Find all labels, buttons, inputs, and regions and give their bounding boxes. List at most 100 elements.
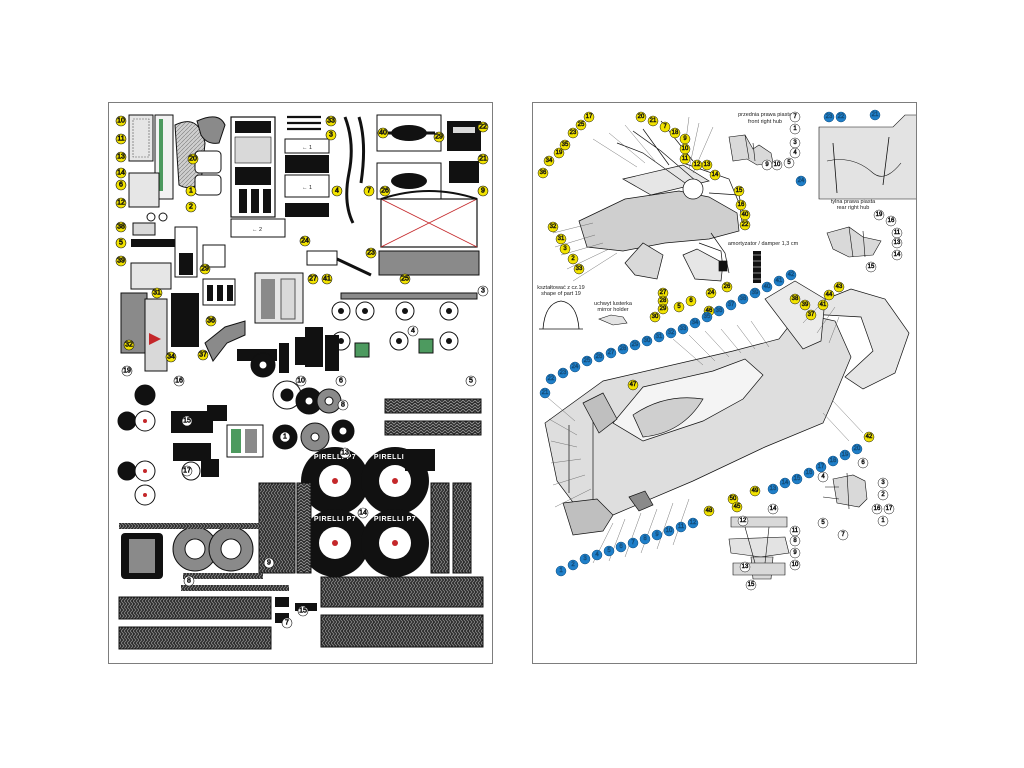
- badge-label: 34: [167, 354, 175, 361]
- badge-label: 41: [323, 276, 331, 283]
- callout-label: 19: [842, 452, 849, 458]
- blue-callouts: 42 41 40 39 38 37 36 35 34 33 32 31 30 2…: [539, 109, 881, 577]
- callout-label: 4: [793, 150, 797, 156]
- small-left-parts: [120, 172, 236, 372]
- callout-label: 32: [550, 224, 557, 230]
- callout-label: 11: [894, 230, 901, 236]
- callout-label: 44: [826, 292, 833, 298]
- callout-label: 33: [576, 266, 583, 272]
- callout-label: 2: [571, 562, 575, 568]
- badge-label: 7: [285, 620, 289, 627]
- callout-label: 16: [874, 506, 881, 512]
- callout-label: 28: [660, 298, 667, 304]
- callout-label: 13: [894, 240, 901, 246]
- rear-hub-title-pl: tylna prawa piasta: [831, 199, 876, 205]
- callout-label: 37: [808, 312, 815, 318]
- callout-label: 45: [734, 504, 741, 510]
- badge-label: 25: [401, 276, 409, 283]
- callout-label: 4: [595, 552, 599, 558]
- callout-label: 23: [570, 130, 577, 136]
- callout-label: 30: [652, 314, 659, 320]
- callout-label: 21: [650, 118, 657, 124]
- callout-label: 3: [793, 140, 797, 146]
- front-hub-title-pl: przednia prawa piasta: [738, 112, 793, 118]
- middle-right-parts: [305, 250, 480, 371]
- badge-label: 7: [367, 188, 371, 195]
- callout-label: 1: [793, 126, 797, 132]
- badge-label: 17: [183, 468, 191, 475]
- badge-label: 38: [117, 224, 125, 231]
- callout-label: 17: [586, 114, 593, 120]
- chassis-body: [544, 280, 910, 536]
- callout-label: 16: [888, 218, 895, 224]
- callout-label: 12: [690, 520, 697, 526]
- badge-label: 1: [283, 434, 287, 441]
- callout-label: 17: [818, 464, 825, 470]
- tire-brand-label: PIRELLI P7: [374, 454, 416, 461]
- callout-label: 33: [680, 326, 687, 332]
- badge-label: 9: [267, 560, 271, 567]
- badge-label: 14: [117, 170, 125, 177]
- callout-label: 9: [655, 532, 659, 538]
- badge-label: 2: [189, 204, 193, 211]
- callout-label: 11: [682, 156, 689, 162]
- callout-label: 6: [619, 544, 623, 550]
- callout-label: 38: [740, 296, 747, 302]
- mirror-holder-line1: uchwyt lusterka: [594, 301, 633, 307]
- callout-label: 10: [682, 146, 689, 152]
- callout-label: 7: [793, 114, 797, 120]
- callout-label: 5: [677, 304, 681, 310]
- callout-label: 14: [712, 172, 719, 178]
- callout-label: 41: [820, 302, 827, 308]
- badge-label: 27: [309, 276, 317, 283]
- callout-label: 6: [689, 298, 693, 304]
- instructions-sheet: przednia prawa piasta front right hub ty…: [532, 102, 917, 664]
- callout-label: 10: [774, 162, 781, 168]
- callout-label: 43: [836, 284, 843, 290]
- callout-label: 40: [764, 284, 771, 290]
- badge-label: 21: [479, 156, 487, 163]
- callout-label: 28: [620, 346, 627, 352]
- callout-label: 11: [792, 528, 799, 534]
- right-hub-assembly: [822, 472, 868, 510]
- callout-label: 3: [563, 246, 567, 252]
- callout-label: 34: [546, 158, 553, 164]
- tire-brand-label: PIRELLI P7: [314, 454, 356, 461]
- callout-label: 39: [802, 302, 809, 308]
- callout-label: 36: [540, 170, 547, 176]
- badge-label: 6: [119, 182, 123, 189]
- callout-label: 9: [793, 550, 797, 556]
- callout-label: 29: [632, 342, 639, 348]
- badge-label: 3: [481, 288, 485, 295]
- badge-label: 5: [119, 240, 123, 247]
- badge-label: 19: [123, 368, 131, 375]
- callout-label: 18: [830, 458, 837, 464]
- badge-label: 15: [299, 608, 307, 615]
- badge-label: 32: [125, 342, 133, 349]
- callout-label: 6: [861, 460, 865, 466]
- badge-label: 14: [359, 510, 367, 517]
- badge-label: 5: [469, 378, 473, 385]
- badge-label: 8: [187, 578, 191, 585]
- badge-label: 11: [117, 136, 124, 143]
- callout-label: 32: [668, 330, 675, 336]
- callout-label: 23: [826, 114, 833, 120]
- badge-label: 8: [341, 402, 345, 409]
- front-hub-detail: przednia prawa piasta front right hub: [728, 112, 793, 166]
- callout-label: 13: [770, 486, 777, 492]
- callout-label: 50: [730, 496, 737, 502]
- badge-label: 1: [189, 188, 193, 195]
- callout-label: 3: [583, 556, 587, 562]
- rear-hub-detail: tylna prawa piasta rear right hub: [826, 199, 882, 258]
- callout-label: 29: [660, 306, 667, 312]
- callout-label: 11: [678, 524, 685, 530]
- callout-label: 36: [716, 308, 723, 314]
- callout-label: 40: [742, 212, 749, 218]
- front-hub-title-en: front right hub: [748, 119, 782, 125]
- callout-label: 7: [841, 532, 845, 538]
- callout-label: 19: [556, 150, 563, 156]
- callout-label: 47: [630, 382, 637, 388]
- callout-label: 49: [752, 488, 759, 494]
- rear-hub-title-en: rear right hub: [837, 205, 870, 211]
- badge-label: 29: [435, 134, 443, 141]
